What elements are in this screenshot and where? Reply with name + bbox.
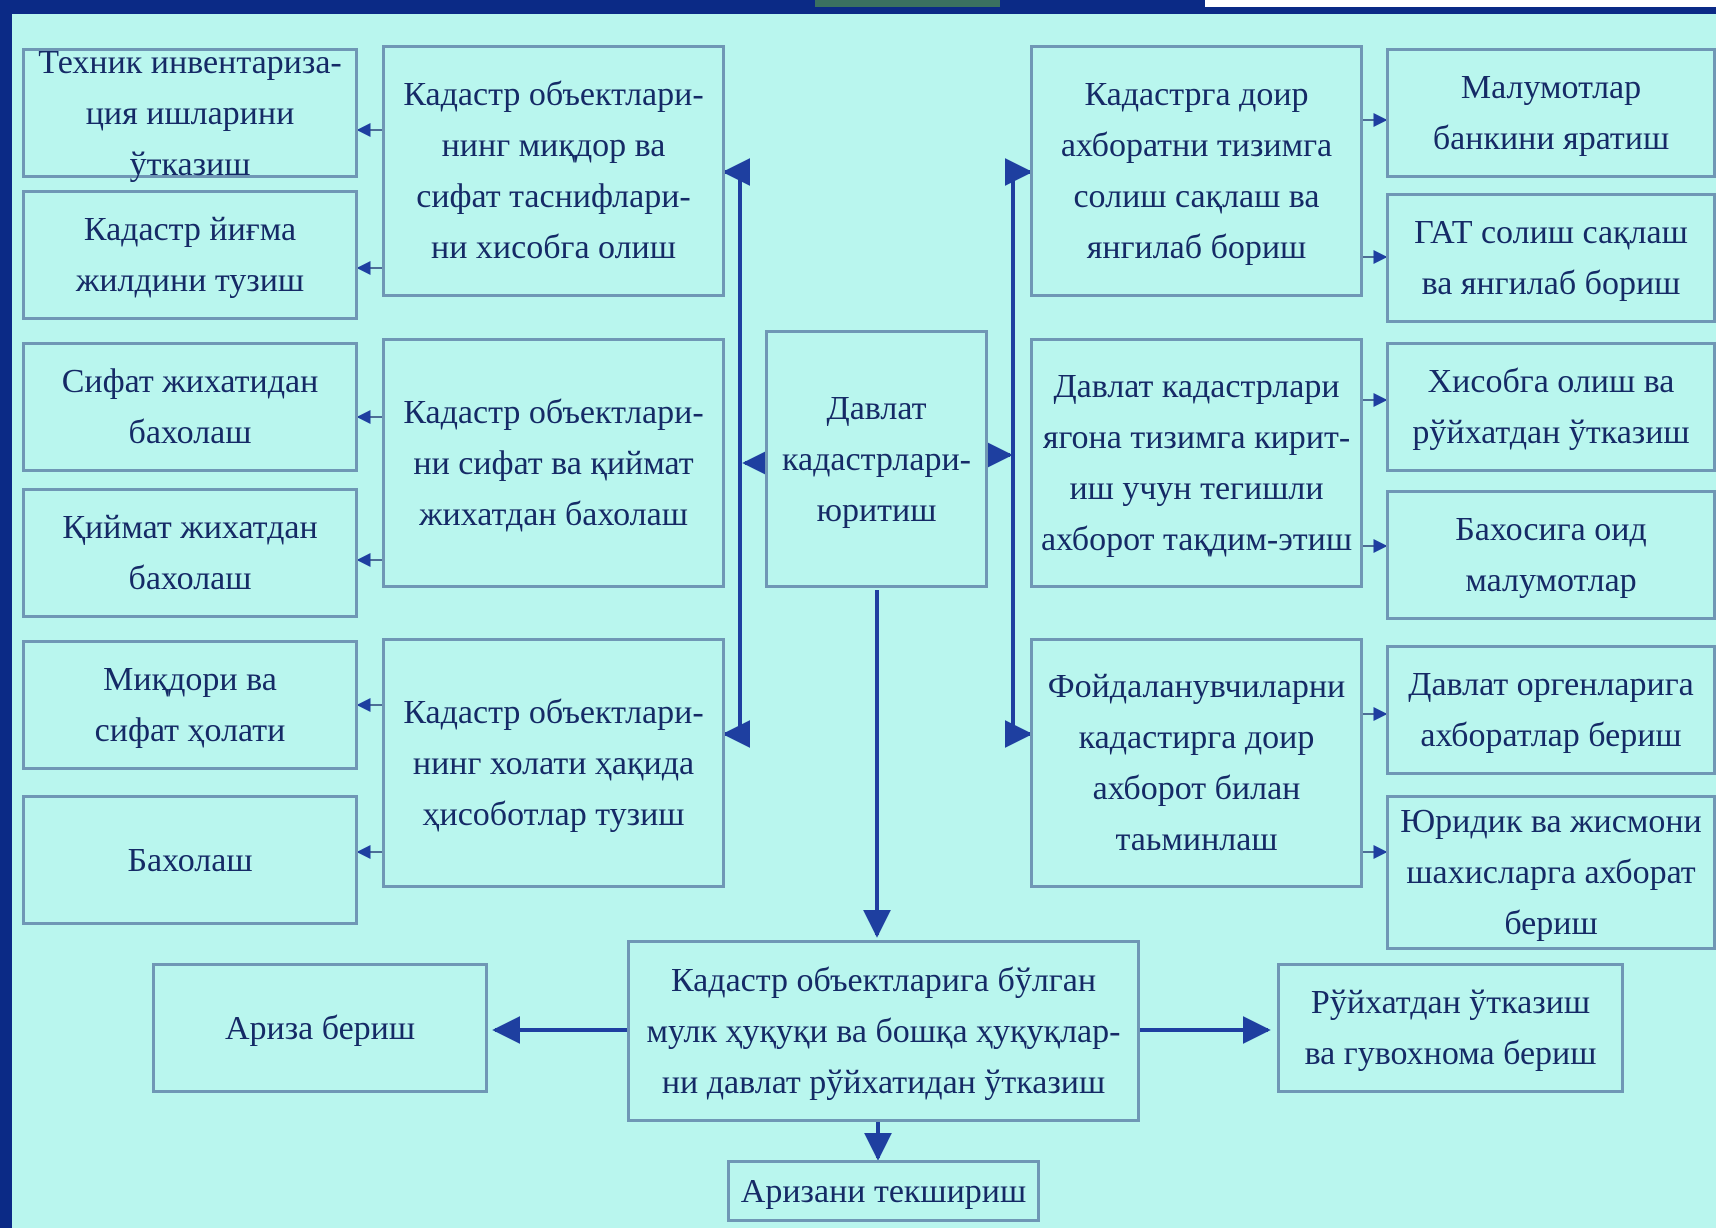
right-sub-node-3a: Давлат оргенларига ахборатлар бериш	[1386, 645, 1716, 775]
left-sub-node-1b: Кадастр йиғма жилдини тузиш	[22, 190, 358, 320]
right-sub-node-2b: Бахосига оид малумотлар	[1386, 490, 1716, 620]
right-main-node-1: Кадастрга доир ахборатни тизимга солиш с…	[1030, 45, 1363, 297]
left-sub-node-3b: Бахолаш	[22, 795, 358, 925]
right-sub-node-2a: Хисобга олиш ва рўйхатдан ўтказиш	[1386, 342, 1716, 472]
right-main-node-2: Давлат кадастрлари ягона тизимга кирит- …	[1030, 338, 1363, 588]
left-sub-node-2a: Сифат жихатидан бахолаш	[22, 342, 358, 472]
bottom-main-node: Кадастр объектларига бўлган мулк ҳуқуқи …	[627, 940, 1140, 1122]
left-main-node-2: Кадастр объектлари- ни сифат ва қиймат ж…	[382, 338, 725, 588]
bottom-below-node: Аризани текшириш	[727, 1160, 1040, 1222]
left-main-node-3: Кадастр объектлари- нинг холати ҳақида ҳ…	[382, 638, 725, 888]
top-frame-picture-strip	[815, 0, 1000, 7]
left-frame-bar	[0, 0, 12, 1228]
bottom-left-node: Ариза бериш	[152, 963, 488, 1093]
right-main-node-3: Фойдаланувчиларни кадастирга доир ахборо…	[1030, 638, 1363, 888]
top-frame-white-strip	[1205, 0, 1716, 7]
right-sub-node-3b: Юридик ва жисмони шахисларга ахборат бер…	[1386, 795, 1716, 950]
center-node: Давлат кадастрлари- юритиш	[765, 330, 988, 588]
left-sub-node-1a: Техник инвентариза- ция ишларини ўтказиш	[22, 44, 358, 183]
right-sub-node-1a: Малумотлар банкини яратиш	[1386, 48, 1716, 178]
bottom-right-node: Рўйхатдан ўтказиш ва гувохнома бериш	[1277, 963, 1624, 1093]
left-main-node-1: Кадастр объектлари- нинг миқдор ва сифат…	[382, 45, 725, 297]
left-sub-node-3a: Миқдори ва сифат ҳолати	[22, 640, 358, 770]
right-sub-node-1b: ГАТ солиш сақлаш ва янгилаб бориш	[1386, 193, 1716, 323]
left-sub-node-2b: Қиймат жихатдан бахолаш	[22, 488, 358, 618]
